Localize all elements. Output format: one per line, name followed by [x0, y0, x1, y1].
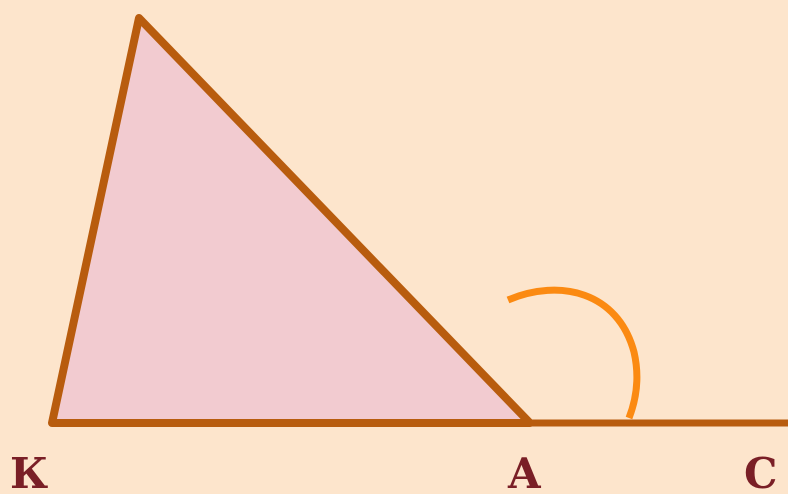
vertex-label-c: C: [744, 449, 777, 494]
vertex-label-k: К: [10, 449, 48, 494]
vertex-label-a: A: [507, 449, 542, 494]
triangle-shape: [48, 14, 534, 427]
exterior-angle-arc: [506, 286, 641, 420]
